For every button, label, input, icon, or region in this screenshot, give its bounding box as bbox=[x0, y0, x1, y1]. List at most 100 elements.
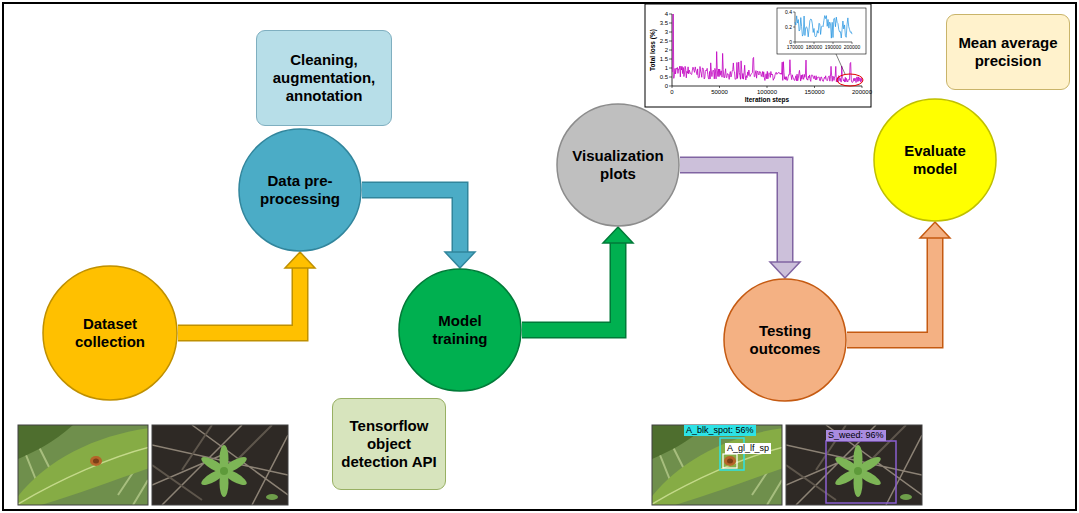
circle-shape bbox=[399, 269, 521, 391]
text-stack: Tensorflow object detection API bbox=[340, 417, 438, 471]
axis-tick-label: 0.2 bbox=[785, 25, 792, 30]
detection-box bbox=[723, 454, 737, 468]
axis-tick-label: 170000 bbox=[787, 45, 804, 50]
axis-tick-label: 2 bbox=[665, 47, 668, 53]
axis-tick-label: 3 bbox=[665, 29, 668, 35]
detection-label: S_weed: 96% bbox=[826, 430, 886, 441]
weed-photo bbox=[152, 425, 288, 505]
photo-strip bbox=[13, 425, 922, 513]
arrow-head bbox=[445, 252, 475, 268]
arrow-head bbox=[285, 252, 315, 268]
arrow-outline bbox=[362, 190, 460, 253]
axis-tick-label: 0.5 bbox=[660, 74, 668, 80]
zoom-leader bbox=[836, 54, 845, 74]
detection-label: A_gl_lf_sp bbox=[725, 443, 771, 454]
detection-box bbox=[826, 441, 896, 503]
inset-frame bbox=[777, 8, 866, 54]
process-circle: Testing outcomes bbox=[723, 278, 847, 402]
process-circle: Data pre-processing bbox=[238, 128, 362, 252]
photo-border bbox=[18, 425, 148, 505]
highlight-ellipse bbox=[837, 74, 863, 86]
arrow-head bbox=[920, 222, 950, 238]
flow-arrow bbox=[847, 222, 950, 340]
circle-shape bbox=[43, 266, 177, 400]
text-stack: Dataset collection bbox=[62, 315, 158, 351]
axis-title: Iteration steps bbox=[745, 97, 789, 104]
inset-axes bbox=[795, 12, 852, 42]
node-text: Model training bbox=[412, 312, 508, 348]
flow-arrow bbox=[362, 190, 475, 268]
text-stack: Data pre-processing bbox=[252, 172, 348, 208]
arrow-outline bbox=[847, 237, 935, 340]
circle-shape bbox=[557, 104, 679, 226]
photo-border bbox=[152, 425, 288, 505]
node-text: Evaluate model bbox=[887, 142, 983, 178]
loss-curve bbox=[672, 14, 862, 83]
axis-tick-label: 150000 bbox=[804, 89, 824, 95]
arrow-head bbox=[770, 262, 800, 278]
axis-tick-label: 2.5 bbox=[660, 38, 668, 44]
node-text: Mean average precision bbox=[954, 34, 1062, 70]
axis-tick-label: 200000 bbox=[852, 89, 872, 95]
plot-frame bbox=[645, 4, 871, 107]
text-stack: Cleaning, augmentation, annotation bbox=[264, 51, 384, 105]
arrow-outline bbox=[680, 165, 785, 263]
axis-tick-label: 180000 bbox=[806, 45, 823, 50]
circle-shape bbox=[239, 129, 361, 251]
photo-border bbox=[652, 425, 782, 505]
axis-tick-label: 1.5 bbox=[660, 56, 668, 62]
circle-shape bbox=[724, 279, 846, 401]
axis-tick-label: 0 bbox=[670, 89, 673, 95]
inset-ticks bbox=[793, 12, 852, 44]
process-circle: Dataset collection bbox=[42, 265, 178, 401]
axis-tick-label: 0.4 bbox=[785, 10, 792, 15]
note-box: Tensorflow object detection API bbox=[332, 398, 446, 490]
text-stack: Evaluate model bbox=[887, 142, 983, 178]
detection-label: A_blk_spot: 56% bbox=[684, 425, 756, 436]
process-circle: Visualization plots bbox=[556, 103, 680, 227]
axis-tick-label: 0 bbox=[665, 83, 668, 89]
note-box: Cleaning, augmentation, annotation bbox=[256, 30, 392, 126]
axis-title: Total loss (%) bbox=[650, 29, 657, 71]
node-text: Dataset collection bbox=[62, 315, 158, 351]
process-circle: Evaluate model bbox=[873, 98, 997, 222]
axis-tick-label: 190000 bbox=[825, 45, 842, 50]
inset-curve bbox=[795, 16, 852, 39]
axis-tick-label: 100000 bbox=[757, 89, 777, 95]
text-stack: Model training bbox=[412, 312, 508, 348]
arrow-outline bbox=[522, 242, 618, 330]
node-text: Tensorflow object detection API bbox=[340, 417, 438, 471]
arrow-shaft bbox=[362, 190, 460, 253]
node-text: Testing outcomes bbox=[737, 322, 833, 358]
text-stack: Mean average precision bbox=[954, 34, 1062, 70]
axis-tick-label: 1 bbox=[665, 65, 668, 71]
leaf-photo bbox=[13, 425, 158, 513]
arrow-head bbox=[603, 227, 633, 243]
axis-tick-label: 200000 bbox=[844, 45, 861, 50]
arrow-shaft bbox=[178, 267, 300, 333]
arrow-shaft bbox=[680, 165, 785, 263]
circle-shape bbox=[874, 99, 996, 221]
flow-arrow bbox=[680, 165, 800, 278]
text-stack: Visualization plots bbox=[570, 147, 666, 183]
note-box: Mean average precision bbox=[946, 14, 1070, 90]
frame-border bbox=[3, 3, 1076, 510]
axis-tick-label: 50000 bbox=[711, 89, 728, 95]
weed-photo bbox=[786, 425, 922, 505]
node-text: Visualization plots bbox=[570, 147, 666, 183]
flow-arrow bbox=[178, 252, 315, 333]
flow-arrow bbox=[522, 227, 633, 330]
node-text: Data pre-processing bbox=[252, 172, 348, 208]
arrow-shaft bbox=[522, 242, 618, 330]
arrow-shaft bbox=[847, 237, 935, 340]
loss-plot bbox=[645, 4, 871, 107]
text-stack: Testing outcomes bbox=[737, 322, 833, 358]
process-circle: Model training bbox=[398, 268, 522, 392]
axis-tick-label: 4 bbox=[665, 11, 668, 17]
arrow-outline bbox=[178, 267, 300, 333]
